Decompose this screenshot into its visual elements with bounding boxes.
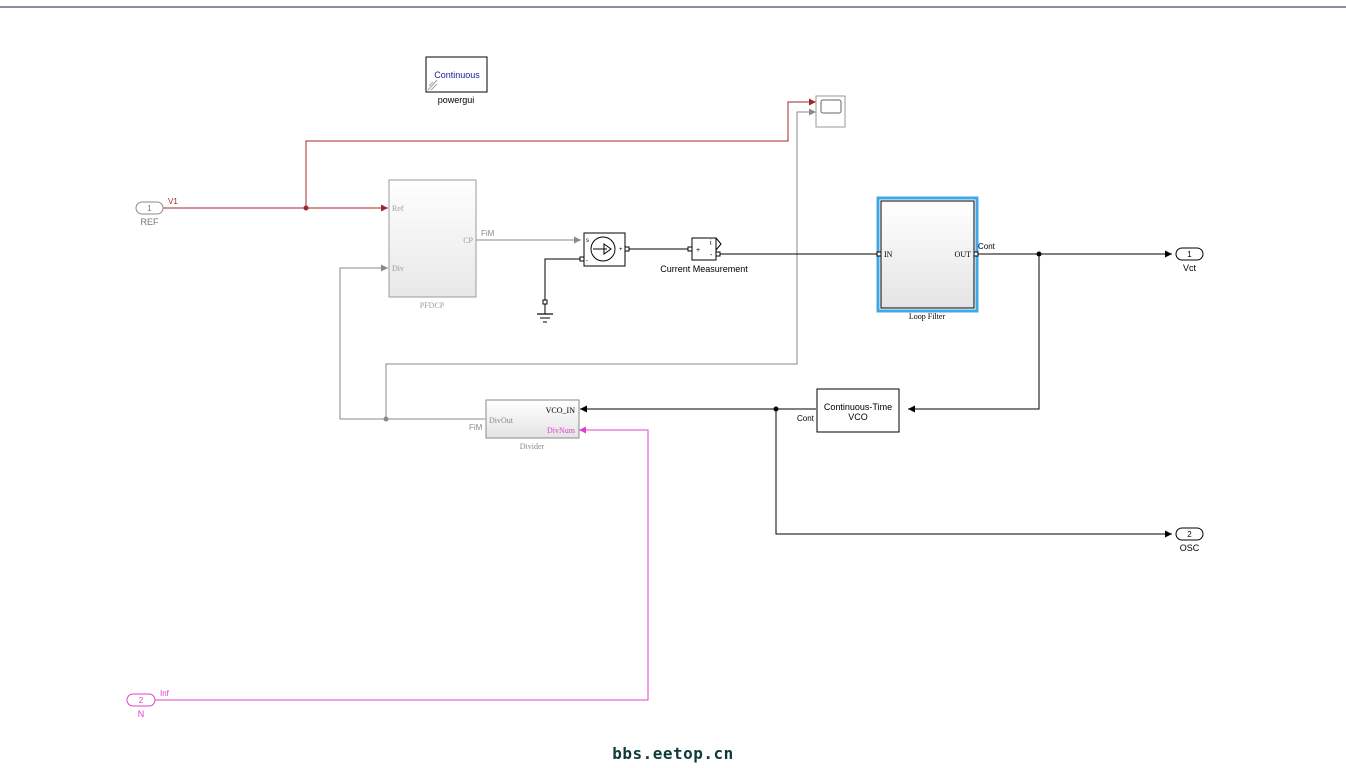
inport-n-number: 2 bbox=[139, 696, 144, 705]
signal-fim-feedback[interactable] bbox=[339, 108, 816, 422]
outport-vct[interactable]: 1 Vct bbox=[1175, 247, 1204, 273]
outport-vct-label: Vct bbox=[1183, 263, 1197, 273]
vco-label-line2: VCO bbox=[848, 412, 868, 422]
pfdcp-label: PFDCP bbox=[420, 301, 445, 310]
outport-vct-number: 1 bbox=[1187, 250, 1192, 259]
branch-point bbox=[1036, 251, 1042, 257]
current-source-port-s: s bbox=[586, 238, 589, 244]
signal-inf[interactable] bbox=[155, 426, 649, 701]
signal-v1[interactable] bbox=[163, 98, 816, 212]
outport-osc[interactable]: 2 OSC bbox=[1175, 527, 1204, 553]
branch-point bbox=[303, 205, 309, 211]
signal-vco-cont-label: Cont bbox=[797, 414, 815, 423]
inport-ref-label: REF bbox=[141, 217, 160, 227]
divider-port-divnum: DivNum bbox=[547, 426, 576, 435]
inport-ref-number: 1 bbox=[147, 204, 152, 213]
divider-port-vco-in: VCO_IN bbox=[546, 406, 576, 415]
divider-label: Divider bbox=[520, 442, 545, 451]
divider-block[interactable]: DivOut VCO_IN DivNum Divider bbox=[485, 399, 580, 451]
branch-point bbox=[383, 416, 389, 422]
signal-fim-divider-label: FiM bbox=[469, 423, 483, 432]
current-source-icon bbox=[590, 236, 616, 262]
watermark: bbs.eetop.cn bbox=[612, 744, 734, 763]
loop-filter-label: Loop Filter bbox=[909, 312, 946, 321]
inport-n-label: N bbox=[138, 709, 145, 719]
divider-port-divout: DivOut bbox=[489, 416, 514, 425]
controlled-current-source[interactable]: s - + bbox=[579, 232, 630, 267]
signal-vco-out[interactable] bbox=[580, 405, 1172, 538]
scope-block[interactable] bbox=[815, 95, 846, 128]
signal-cont[interactable] bbox=[908, 250, 1172, 413]
signal-cont-label: Cont bbox=[978, 242, 996, 251]
pfdcp-port-div: Div bbox=[392, 264, 404, 273]
loop-filter-port-in: IN bbox=[884, 250, 893, 259]
ground-block[interactable] bbox=[537, 299, 553, 323]
signal-fim-cp-label: FiM bbox=[481, 229, 495, 238]
current-measurement-label: Current Measurement bbox=[660, 264, 748, 274]
powergui-icon bbox=[427, 79, 438, 91]
current-measurement-block[interactable]: + i - Current Measurement bbox=[660, 237, 748, 274]
outport-osc-number: 2 bbox=[1187, 530, 1192, 539]
current-source-port-minus: - bbox=[586, 258, 588, 264]
branch-point bbox=[773, 406, 779, 412]
scope-icon bbox=[820, 99, 842, 114]
current-measurement-port-plus: + bbox=[696, 247, 700, 254]
pfdcp-block[interactable]: Ref Div CP PFDCP bbox=[388, 179, 477, 310]
signal-v1-label: V1 bbox=[168, 197, 178, 206]
outport-osc-label: OSC bbox=[1180, 543, 1200, 553]
signal-inf-label: Inf bbox=[160, 689, 170, 698]
powergui-block[interactable]: Continuous powergui bbox=[425, 56, 488, 105]
physical-connections[interactable] bbox=[544, 248, 879, 302]
top-border-line bbox=[0, 6, 1346, 8]
loop-filter-block[interactable]: IN OUT Loop Filter bbox=[876, 196, 979, 321]
pfdcp-port-ref: Ref bbox=[392, 204, 404, 213]
powergui-label: powergui bbox=[438, 95, 475, 105]
inport-n[interactable]: 2 N bbox=[126, 693, 156, 719]
current-measurement-port-i: i bbox=[710, 240, 712, 247]
current-source-port-plus: + bbox=[619, 247, 623, 253]
powergui-mode: Continuous bbox=[434, 70, 480, 80]
vco-label-line1: Continuous-Time bbox=[824, 402, 892, 412]
current-measurement-port-minus: - bbox=[710, 252, 713, 259]
pfdcp-port-cp: CP bbox=[463, 236, 473, 245]
loop-filter-port-out: OUT bbox=[955, 250, 972, 259]
inport-ref[interactable]: 1 REF bbox=[135, 201, 164, 227]
vco-block[interactable]: Continuous-Time VCO bbox=[816, 388, 900, 433]
